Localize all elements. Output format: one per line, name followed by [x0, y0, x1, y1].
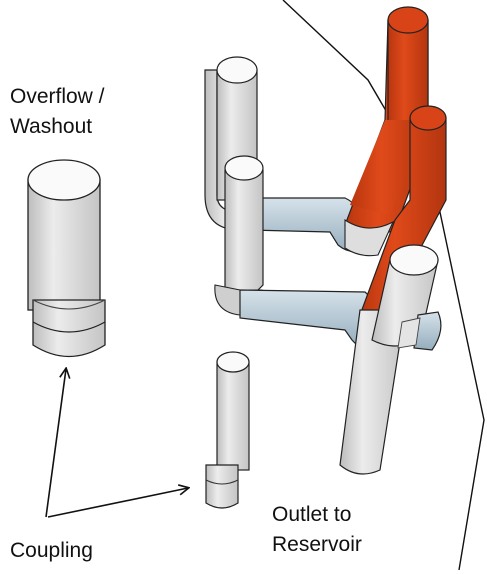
small-coupling	[205, 464, 239, 509]
overflow-label-line2: Washout	[10, 115, 93, 138]
outlet-label-line1: Outlet to	[272, 503, 352, 526]
overflow-pipe	[27, 159, 101, 311]
coupling-label: Coupling	[10, 539, 93, 562]
small-outlet-pipe	[216, 351, 250, 471]
lower-blue-connector	[239, 289, 376, 348]
outlet-reservoir-label: Outlet to Reservoir	[272, 500, 362, 560]
overflow-label-line1: Overflow /	[10, 85, 105, 108]
overflow-washout-label: Overflow / Washout	[10, 82, 105, 142]
overflow-coupling	[32, 299, 106, 358]
outlet-label-line2: Reservoir	[272, 533, 362, 556]
coupling-arrows	[45, 369, 188, 518]
outlet-reservoir-pipe	[339, 244, 442, 475]
arrow-to-overflow-coupling	[45, 369, 66, 518]
arrow-to-small-coupling	[47, 488, 188, 518]
